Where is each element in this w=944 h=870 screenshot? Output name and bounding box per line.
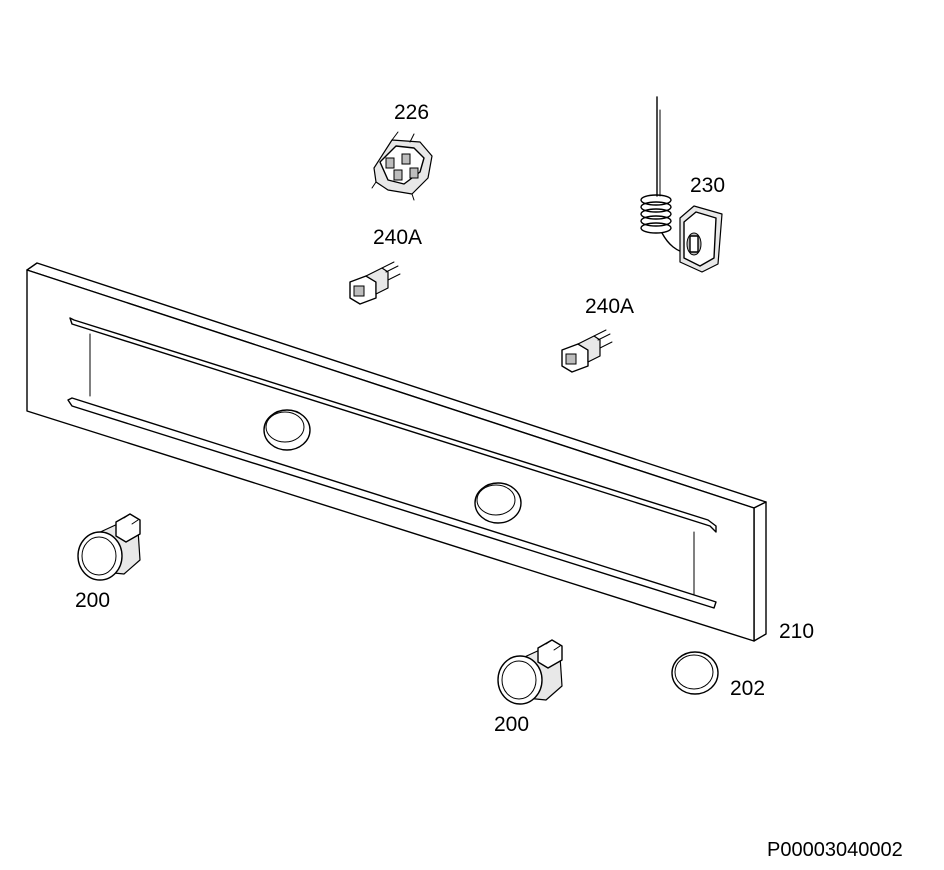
label-240a-left: 240A <box>373 226 422 249</box>
part-202-ring[interactable] <box>671 651 719 695</box>
part-210-control-panel[interactable] <box>26 262 767 642</box>
part-200-knob-bottom[interactable] <box>497 639 563 705</box>
part-200-knob-left[interactable] <box>77 513 141 581</box>
panel-knob-hole-right <box>474 482 522 524</box>
label-210: 210 <box>779 620 814 643</box>
part-226-selector-switch[interactable] <box>371 131 433 201</box>
label-202: 202 <box>730 677 765 700</box>
label-200-left: 200 <box>75 589 110 612</box>
part-230-thermostat[interactable] <box>640 96 723 273</box>
label-226: 226 <box>394 101 429 124</box>
panel-knob-hole-left <box>263 409 311 451</box>
drawing-code: P00003040002 <box>767 839 903 861</box>
part-240a-pilot-lamp-left[interactable] <box>349 261 401 305</box>
part-240a-pilot-lamp-right[interactable] <box>561 329 613 373</box>
label-230: 230 <box>690 174 725 197</box>
label-200-bottom: 200 <box>494 713 529 736</box>
label-240a-right: 240A <box>585 295 634 318</box>
